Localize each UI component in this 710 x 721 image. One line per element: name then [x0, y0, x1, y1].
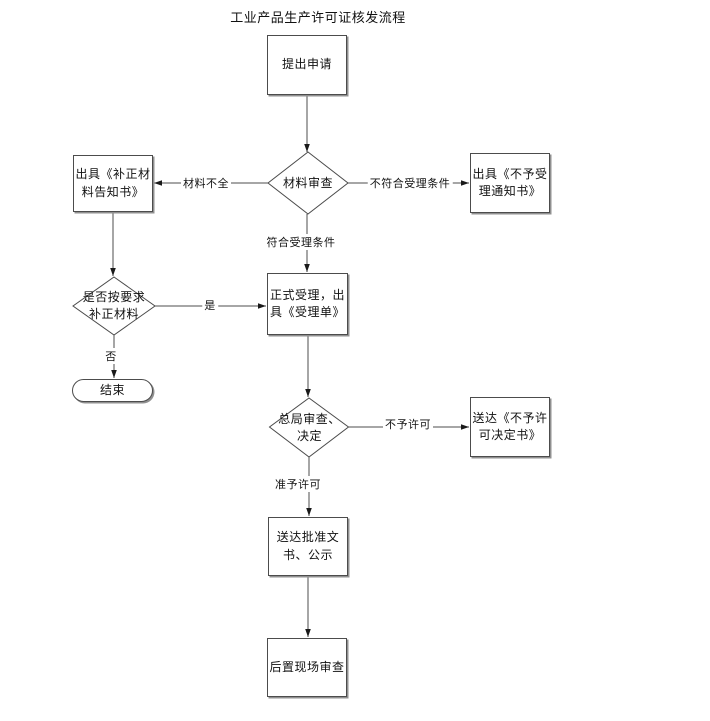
- node-correction-check: 是否按要求 补正材料: [82, 290, 146, 321]
- edge-label-not-meet-conditions: 不符合受理条件: [367, 175, 453, 191]
- edge-label-meet-conditions: 符合受理条件: [264, 234, 338, 250]
- node-material-review: 材料审查: [282, 175, 333, 190]
- node-formal-acceptance: 正式受理，出 具《受理单》: [267, 273, 348, 335]
- node-bureau-review: 总局审查、 决定: [278, 411, 341, 443]
- node-onsite-review: 后置现场审查: [267, 638, 347, 697]
- edge-label-grant-permit: 准予许可: [273, 476, 323, 492]
- bureau-review-diamond: [268, 397, 350, 458]
- correction-check-diamond: [72, 276, 156, 336]
- node-denial-delivery: 送达《不予许 可决定书》: [470, 397, 550, 457]
- edge-label-deny-permit: 不予许可: [383, 416, 433, 432]
- node-rejection-notice: 出具《不予受 理通知书》: [470, 153, 550, 213]
- node-end: 结束: [72, 379, 153, 402]
- material-review-diamond: [267, 151, 349, 215]
- node-approval-delivery: 送达批准文 书、公示: [268, 517, 348, 576]
- edge-label-materials-incomplete: 材料不全: [181, 175, 231, 191]
- edge-label-yes: 是: [202, 297, 218, 313]
- diagram-title: 工业产品生产许可证核发流程: [230, 11, 406, 26]
- edge-label-no: 否: [103, 348, 119, 364]
- node-start: 提出申请: [267, 35, 347, 95]
- node-correction-notice: 出具《补正材 料告知书》: [73, 155, 153, 212]
